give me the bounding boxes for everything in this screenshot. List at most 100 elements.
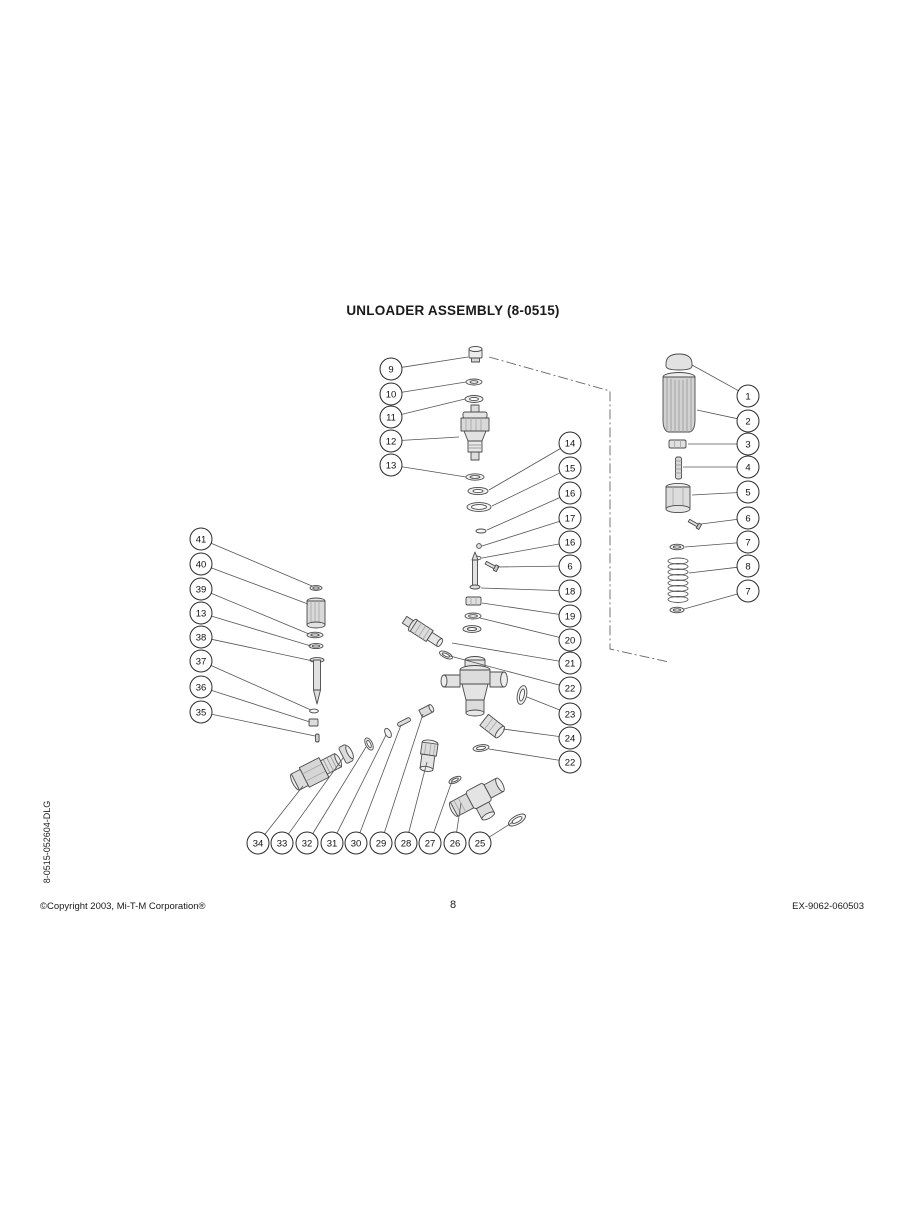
part-washer-11 bbox=[464, 395, 484, 403]
side-label: 8-0515-052604-DLG bbox=[42, 800, 52, 884]
callout-number: 15 bbox=[565, 463, 576, 474]
leader-line-6 bbox=[496, 565, 560, 568]
callout-balloon-20: 20 bbox=[558, 628, 582, 652]
leader-line-19 bbox=[481, 602, 560, 615]
callout-number: 16 bbox=[565, 488, 576, 499]
callout-number: 30 bbox=[351, 838, 362, 849]
callout-number: 6 bbox=[745, 513, 750, 524]
part-oring-23 bbox=[516, 685, 528, 705]
callout-number: 22 bbox=[565, 757, 576, 768]
leader-line-38 bbox=[211, 638, 314, 662]
callout-balloon-16: 16 bbox=[558, 481, 582, 505]
leader-line-1 bbox=[691, 364, 739, 392]
leader-line-14 bbox=[488, 448, 561, 491]
leader-line-22 bbox=[449, 655, 560, 686]
leader-line-32 bbox=[312, 746, 367, 834]
leader-line-11 bbox=[401, 398, 466, 415]
part-knob-2 bbox=[662, 372, 696, 433]
callout-number: 21 bbox=[565, 658, 576, 669]
callout-number: 26 bbox=[450, 838, 461, 849]
callout-number: 14 bbox=[565, 438, 576, 449]
callout-number: 40 bbox=[196, 559, 207, 570]
page-footer: ©Copyright 2003, Mi-T-M Corporation® 8 E… bbox=[0, 899, 906, 915]
callout-number: 34 bbox=[253, 838, 264, 849]
part-ring-16-upper bbox=[475, 528, 487, 534]
part-inlet-fitting-21 bbox=[401, 615, 444, 648]
leader-line-36 bbox=[211, 689, 311, 723]
part-locknut-33 bbox=[338, 744, 354, 764]
leader-line-28 bbox=[408, 761, 428, 833]
callout-balloon-17: 17 bbox=[558, 506, 582, 530]
callout-balloon-19: 19 bbox=[558, 604, 582, 628]
leader-line-6 bbox=[700, 518, 738, 525]
callout-balloon-21: 21 bbox=[558, 651, 582, 675]
diagram-title: UNLOADER ASSEMBLY (8-0515) bbox=[346, 303, 560, 318]
callout-balloon-34: 34 bbox=[246, 831, 270, 855]
part-coupling-5 bbox=[665, 482, 691, 514]
callout-number: 8 bbox=[745, 561, 750, 572]
callout-balloon-1: 1 bbox=[736, 384, 760, 408]
callout-number: 27 bbox=[425, 838, 436, 849]
part-oring-13-left bbox=[308, 642, 324, 650]
assembly-centerline bbox=[488, 356, 670, 663]
leader-line-35 bbox=[211, 713, 316, 737]
callout-number: 28 bbox=[401, 838, 412, 849]
callout-number: 9 bbox=[388, 364, 393, 375]
part-nut-3 bbox=[668, 439, 687, 449]
callout-number: 1 bbox=[745, 391, 750, 402]
callout-balloon-27: 27 bbox=[418, 831, 442, 855]
callout-number: 13 bbox=[196, 608, 207, 619]
part-screw-6-center bbox=[484, 560, 500, 573]
part-seat-36 bbox=[308, 718, 319, 727]
callout-balloon-14: 14 bbox=[558, 431, 582, 455]
leader-line-13 bbox=[211, 615, 312, 647]
callout-number: 7 bbox=[745, 537, 750, 548]
callout-number: 38 bbox=[196, 632, 207, 643]
callout-balloon-9: 9 bbox=[379, 357, 403, 381]
leader-line-24 bbox=[502, 728, 560, 737]
part-plug-top bbox=[468, 346, 483, 363]
callout-number: 17 bbox=[565, 513, 576, 524]
part-fitting-34 bbox=[290, 753, 343, 791]
callout-layer: 9101112131415161716618192021222324221234… bbox=[189, 356, 760, 855]
leader-line-2 bbox=[696, 409, 738, 420]
part-oring-13-center bbox=[465, 473, 485, 481]
part-spindle-18 bbox=[469, 551, 481, 590]
callout-balloon-13: 13 bbox=[379, 453, 403, 477]
leader-line-22 bbox=[488, 748, 560, 761]
part-coupler-28 bbox=[419, 739, 439, 772]
callout-number: 37 bbox=[196, 656, 207, 667]
leader-line-17 bbox=[481, 520, 560, 547]
leader-line-5 bbox=[691, 492, 738, 496]
callout-number: 19 bbox=[565, 611, 576, 622]
callout-number: 31 bbox=[327, 838, 338, 849]
callout-balloon-32: 32 bbox=[295, 831, 319, 855]
leader-line-25 bbox=[489, 821, 514, 838]
callout-balloon-11: 11 bbox=[379, 405, 403, 429]
part-nut-19 bbox=[465, 596, 482, 606]
callout-balloon-15: 15 bbox=[558, 456, 582, 480]
callout-number: 10 bbox=[386, 389, 397, 400]
callout-number: 25 bbox=[475, 838, 486, 849]
leader-line-16 bbox=[481, 543, 560, 559]
callout-number: 18 bbox=[565, 586, 576, 597]
callout-number: 16 bbox=[565, 537, 576, 548]
callout-balloon-38: 38 bbox=[189, 625, 213, 649]
callout-balloon-2: 2 bbox=[736, 409, 760, 433]
callout-balloon-30: 30 bbox=[344, 831, 368, 855]
part-seat-17 bbox=[476, 543, 482, 549]
callout-number: 7 bbox=[745, 586, 750, 597]
part-tee-fitting-26 bbox=[448, 777, 505, 821]
leader-line-7 bbox=[684, 542, 738, 548]
part-cap-1 bbox=[665, 353, 693, 371]
part-oring-37 bbox=[309, 708, 319, 714]
leader-line-12 bbox=[401, 436, 460, 441]
part-piston-40 bbox=[306, 597, 326, 629]
callout-balloon-22: 22 bbox=[558, 676, 582, 700]
part-spring-8 bbox=[667, 557, 689, 603]
part-screw-6-right bbox=[687, 518, 703, 530]
callout-number: 22 bbox=[565, 683, 576, 694]
part-elbow-24 bbox=[479, 713, 506, 739]
